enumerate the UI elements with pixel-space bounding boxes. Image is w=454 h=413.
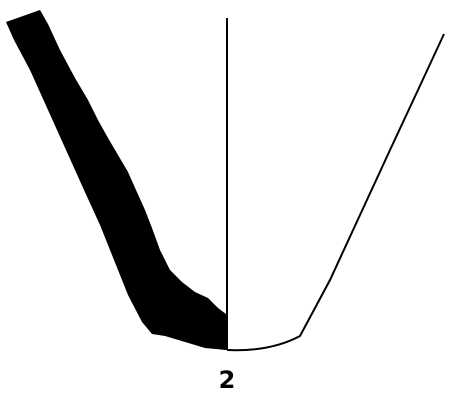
figure-number-label: 2 — [218, 366, 236, 394]
vessel-outline-right — [226, 33, 445, 352]
vessel-section-left — [6, 10, 226, 350]
